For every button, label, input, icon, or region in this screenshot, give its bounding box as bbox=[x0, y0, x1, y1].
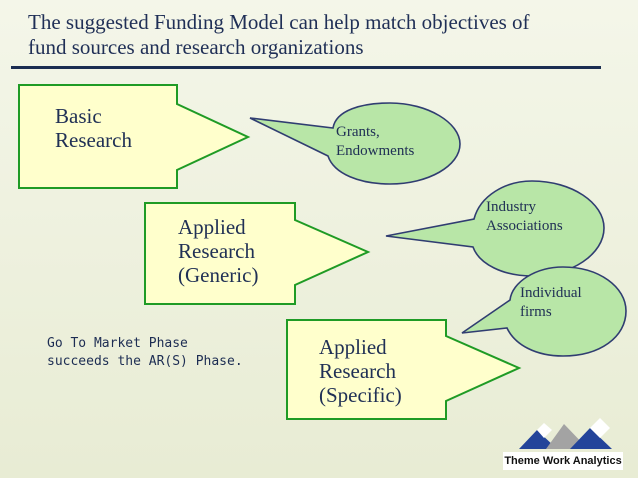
logo-mountain-icon bbox=[519, 418, 612, 449]
industry-callout bbox=[385, 180, 605, 277]
logo-wordmark: Theme Work Analytics bbox=[503, 452, 623, 470]
applied-generic-arrow bbox=[144, 202, 371, 305]
slide-title: The suggested Funding Model can help mat… bbox=[28, 10, 530, 59]
grants-callout bbox=[249, 102, 461, 185]
firms-callout bbox=[461, 266, 627, 357]
title-divider bbox=[11, 66, 601, 69]
theme-work-logo: Theme Work Analytics bbox=[500, 416, 626, 470]
basic-research-arrow bbox=[18, 84, 251, 189]
applied-specific-arrow bbox=[286, 319, 522, 420]
market-phase-note: Go To Market Phase succeeds the AR(S) Ph… bbox=[47, 336, 243, 369]
